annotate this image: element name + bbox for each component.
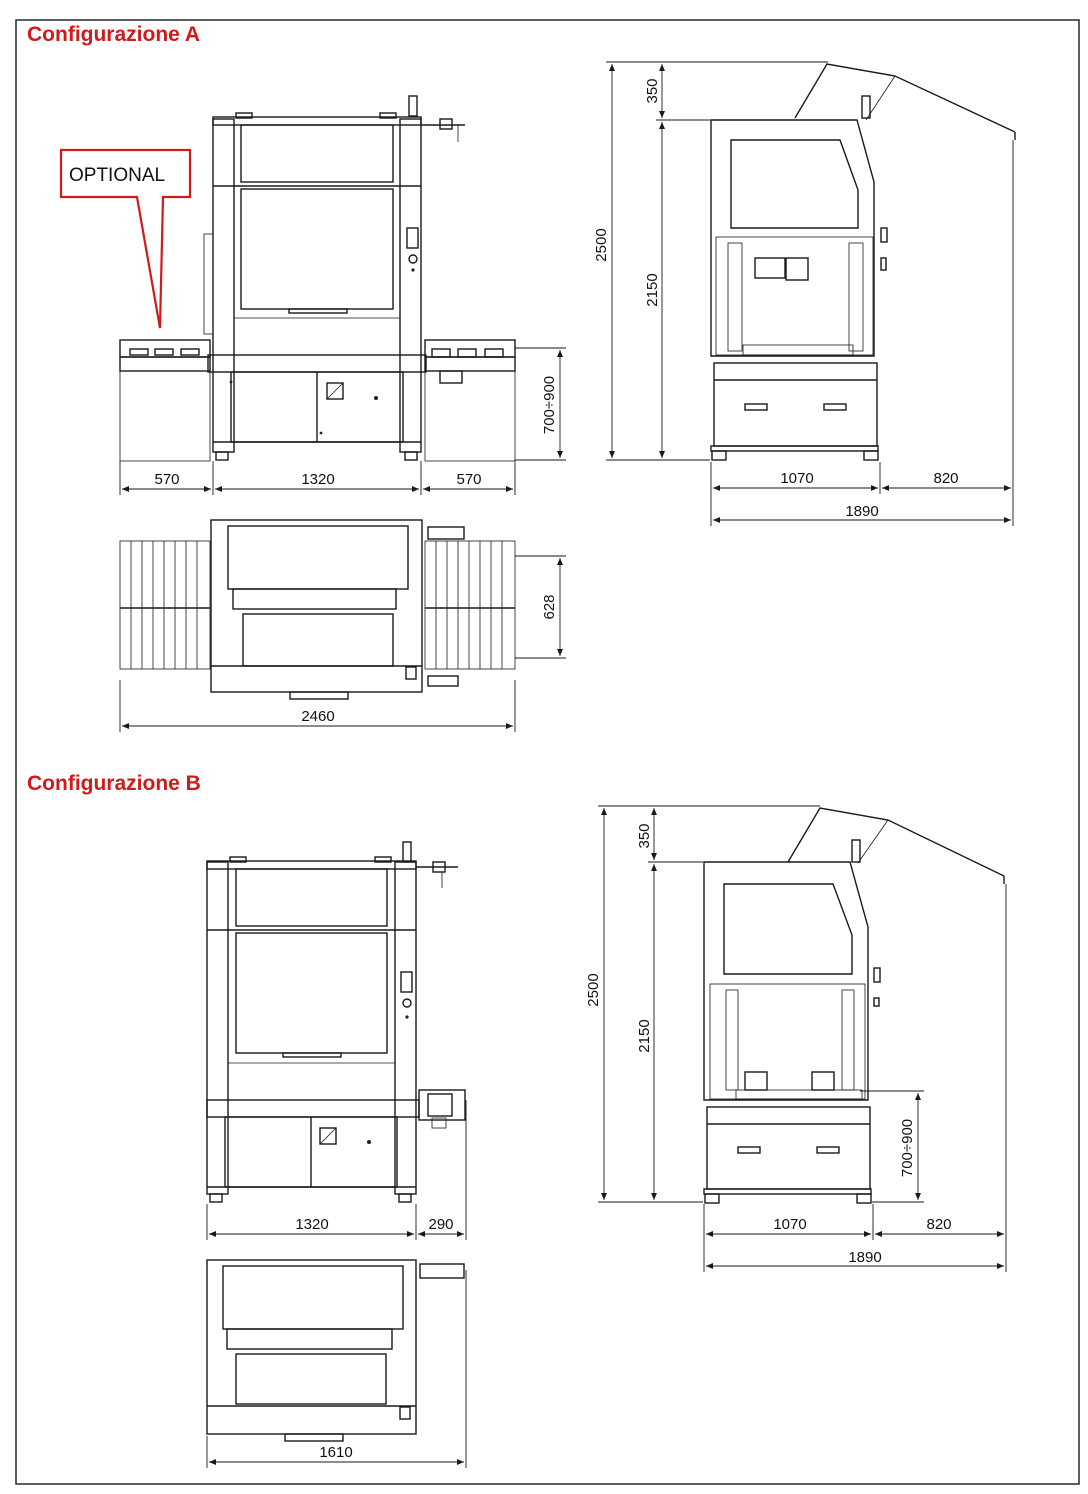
config-a-top-view [119, 519, 516, 700]
config-b-front-dimensions: 1320 290 [206, 1100, 467, 1240]
dim-a-left: 570 [154, 471, 179, 488]
dim-b-side-extension: 820 [926, 1216, 951, 1233]
dim-a-hood-height: 350 [644, 78, 661, 103]
dim-a-top-depth: 628 [541, 594, 558, 619]
dim-b-side-total-width: 1890 [848, 1249, 881, 1266]
dim-b-total-height: 2500 [585, 973, 602, 1006]
dim-b-hood-height: 350 [636, 823, 653, 848]
dim-b-side-depth: 1070 [773, 1216, 806, 1233]
dim-a-side-total-width: 1890 [845, 503, 878, 520]
config-a-side-dimensions: 2500 350 2150 1070 820 1890 [593, 61, 1014, 526]
config-b-top-view [206, 1259, 465, 1442]
dim-a-side-extension: 820 [933, 470, 958, 487]
dim-b-center: 1320 [295, 1216, 328, 1233]
config-a-side-view [710, 63, 1016, 461]
dim-a-belt-height: 700÷900 [541, 376, 558, 434]
config-b-top-dimensions: 1610 [206, 1270, 467, 1468]
dim-b-top-width: 1610 [319, 1444, 352, 1461]
sheet-border [15, 19, 1080, 1485]
dim-a-body-height: 2150 [644, 273, 661, 306]
dim-b-right: 290 [428, 1216, 453, 1233]
config-b-side-dimensions: 2500 350 2150 700÷900 1070 820 1890 [585, 805, 1007, 1272]
optional-callout: OPTIONAL [59, 148, 192, 329]
config-a-top-dimensions: 2460 628 [119, 555, 566, 732]
config-a-front-view [119, 95, 516, 462]
dim-a-center: 1320 [301, 471, 334, 488]
dim-a-right: 570 [456, 471, 481, 488]
dim-b-belt-height: 700÷900 [899, 1119, 916, 1177]
optional-label: OPTIONAL [69, 165, 165, 186]
dim-b-body-height: 2150 [636, 1019, 653, 1052]
config-a-title: Configurazione A [27, 23, 200, 46]
dim-a-top-width: 2460 [301, 708, 334, 725]
config-b-side-view [703, 807, 1005, 1204]
config-a-front-dimensions: 570 1320 570 700÷900 [119, 347, 566, 495]
config-b-front-view [206, 841, 466, 1203]
dim-a-side-depth: 1070 [780, 470, 813, 487]
config-b-title: Configurazione B [27, 772, 201, 795]
dim-a-total-height: 2500 [593, 228, 610, 261]
